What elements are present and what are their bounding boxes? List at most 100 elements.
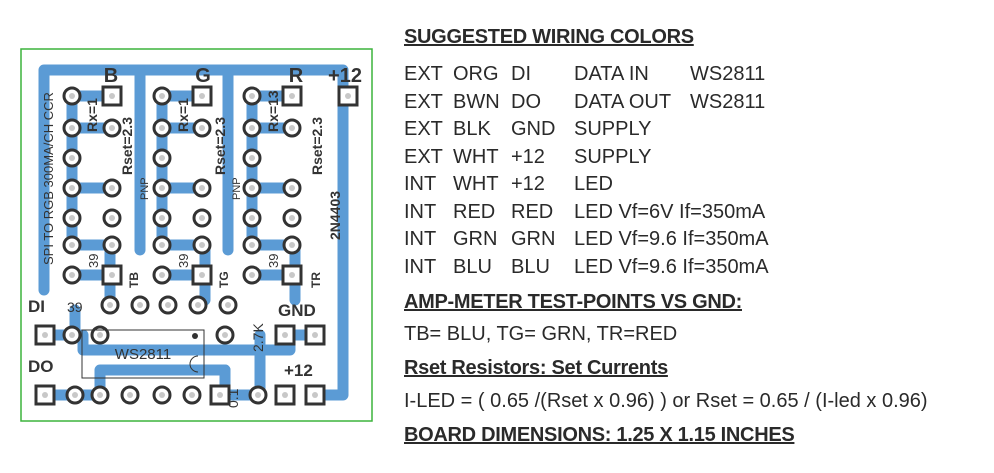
pad-hole <box>195 302 201 308</box>
pad-hole <box>42 392 48 398</box>
wiring-cell: EXT <box>404 63 443 85</box>
label-tr: TR <box>309 272 323 288</box>
pad-hole <box>249 272 255 278</box>
pad-hole <box>289 93 295 99</box>
label-g: G <box>195 65 211 87</box>
pad-hole <box>69 332 75 338</box>
label-2n4403: 2N4403 <box>327 191 343 240</box>
label-di: DI <box>28 297 45 316</box>
dims-text: BOARD DIMENSIONS: 1.25 X 1.15 INCHES <box>404 424 795 446</box>
pad-hole <box>107 302 113 308</box>
wiring-cell: +12 <box>511 145 545 168</box>
pad-hole <box>282 392 288 398</box>
label-39-b: 39 <box>86 254 101 268</box>
label-plus12-top: +12 <box>328 65 362 87</box>
pad-hole <box>69 242 75 248</box>
wiring-cell: INT <box>404 255 437 278</box>
pad-hole <box>72 392 78 398</box>
label-rx13: Rx=13 <box>265 90 281 132</box>
label-do: DO <box>28 357 54 376</box>
component-pads <box>34 85 359 406</box>
wiring-cell: DATA IN <box>574 63 649 85</box>
wiring-cell: INT <box>404 173 437 195</box>
pad-hole <box>199 215 205 221</box>
pad-hole <box>249 215 255 221</box>
pad-hole <box>97 332 103 338</box>
wiring-cell: EXT <box>404 145 443 168</box>
pad-hole <box>69 215 75 221</box>
pad-hole <box>159 272 165 278</box>
wiring-cell: WS2811 <box>690 63 766 85</box>
pad-hole <box>345 93 351 99</box>
pad-hole <box>109 93 115 99</box>
pad-hole <box>137 302 143 308</box>
pcb-layout: B G R +12 DI DO GND +12 WS2811 39 Rx=1 R… <box>20 48 373 422</box>
pad-hole <box>159 392 165 398</box>
pad-hole <box>69 272 75 278</box>
wiring-cell: EXT <box>404 118 443 140</box>
wiring-cell: RED <box>511 200 554 223</box>
wiring-cell: LED Vf=9.6 If=350mA <box>574 228 769 250</box>
wiring-cell: GND <box>511 118 556 140</box>
label-b: B <box>104 65 118 87</box>
label-39-r: 39 <box>266 254 281 268</box>
pad-hole <box>225 302 231 308</box>
wiring-cell: GRN <box>511 228 556 250</box>
label-39-g: 39 <box>176 254 191 268</box>
pad-hole <box>249 93 255 99</box>
pad-hole <box>282 332 288 338</box>
label-rx1-g: Rx=1 <box>175 98 191 132</box>
label-ws2811: WS2811 <box>115 346 171 363</box>
wiring-cell: SUPPLY <box>574 145 652 168</box>
pad-hole <box>159 185 165 191</box>
pad-hole <box>199 185 205 191</box>
pad-hole <box>255 392 261 398</box>
wiring-cell: LED <box>574 173 613 195</box>
wiring-cell: BWN <box>453 90 500 113</box>
label-pnp-2: PNP <box>231 177 243 200</box>
wiring-cell: LED Vf=9.6 If=350mA <box>574 255 769 278</box>
label-0-1: 0.1 <box>225 388 241 408</box>
wiring-cell: SUPPLY <box>574 118 652 140</box>
label-r: R <box>289 65 304 87</box>
wiring-cell: GRN <box>453 228 498 250</box>
wiring-cell: RED <box>453 200 496 223</box>
pad-hole <box>127 392 133 398</box>
wiring-cell: INT <box>404 228 437 250</box>
wiring-cell: BLU <box>453 255 492 278</box>
pad-hole <box>97 392 103 398</box>
wiring-cell: BLK <box>453 118 491 140</box>
ic-outline <box>81 329 205 379</box>
wiring-cell: DATA OUT <box>574 90 672 113</box>
wiring-cell: BLU <box>511 255 550 278</box>
wiring-cell: WS2811 <box>690 90 766 113</box>
pad-hole <box>109 215 115 221</box>
pad-hole <box>249 242 255 248</box>
pad-hole <box>159 93 165 99</box>
label-tb: TB <box>127 272 141 288</box>
ic-pin1-dot <box>192 333 198 339</box>
pad-hole <box>289 185 295 191</box>
wiring-cell: LED Vf=6V If=350mA <box>574 200 766 223</box>
pad-hole <box>222 332 228 338</box>
pad-hole <box>312 392 318 398</box>
pad-hole <box>109 125 115 131</box>
pad-hole <box>159 125 165 131</box>
pad-hole <box>289 272 295 278</box>
rset-title: Rset Resistors: Set Currents <box>404 357 668 379</box>
label-side-spi: SPI TO RGB 300MA/CH CCR <box>41 92 56 265</box>
wiring-cell: ORG <box>453 63 499 85</box>
wiring-cell: EXT <box>404 90 443 113</box>
pad-hole <box>69 125 75 131</box>
pad-hole <box>289 215 295 221</box>
pad-hole <box>199 93 205 99</box>
pad-hole <box>69 93 75 99</box>
pad-hole <box>289 125 295 131</box>
label-rset-b: Rset=2.3 <box>119 117 135 175</box>
wiring-cell: WHT <box>453 173 499 195</box>
label-rset-g: Rset=2.3 <box>212 117 228 175</box>
pad-hole <box>199 125 205 131</box>
rset-formula: I-LED = ( 0.65 /(Rset x 0.96) ) or Rset … <box>404 390 928 412</box>
pad-hole <box>249 155 255 161</box>
label-tg: TG <box>217 271 231 288</box>
